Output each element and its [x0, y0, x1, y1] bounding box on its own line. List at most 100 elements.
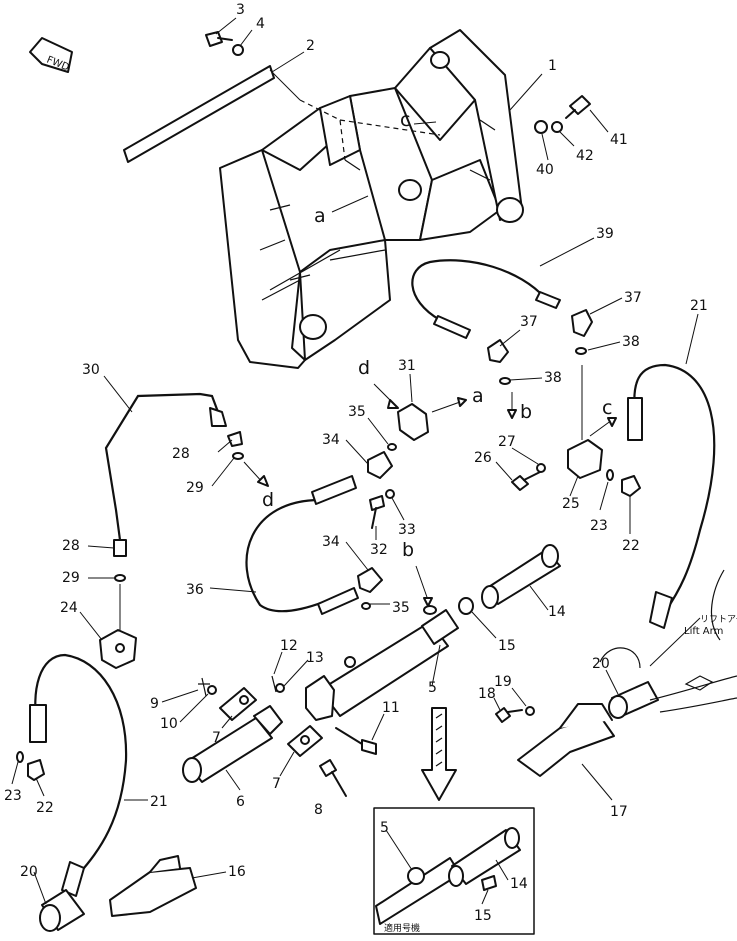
label-24: 24	[60, 600, 78, 616]
plate-7-top	[219, 687, 257, 721]
lift-arm-en: Lift Arm	[684, 626, 723, 637]
washer-13-icon	[275, 683, 285, 693]
pin-9-icon	[198, 677, 210, 697]
label-7-top: 7	[212, 730, 221, 746]
washer-4-icon	[232, 44, 244, 56]
cylinder-5	[319, 605, 459, 717]
label-12: 12	[280, 638, 298, 654]
inset-label-15: 15	[474, 908, 492, 924]
inset-box: 5 14 15 適用号機	[373, 807, 535, 935]
bolt-41-icon	[565, 95, 591, 119]
washer-19-icon	[525, 706, 535, 716]
hose-39	[411, 259, 561, 339]
bracket-16	[109, 855, 197, 917]
inset-label-5: 5	[380, 820, 389, 836]
washer-33-icon	[385, 489, 395, 499]
label-18: 18	[478, 686, 496, 702]
label-27: 27	[498, 434, 516, 450]
label-32: 32	[370, 542, 388, 558]
label-21-right: 21	[690, 298, 708, 314]
rod-end	[305, 675, 335, 721]
label-37-left: 37	[520, 314, 538, 330]
label-17: 17	[610, 804, 628, 820]
label-16: 16	[228, 864, 246, 880]
label-25: 25	[562, 496, 580, 512]
label-37-right: 37	[624, 290, 642, 306]
label-35-top: 35	[348, 404, 366, 420]
washer-15-icon	[458, 597, 474, 615]
loader-frame	[219, 29, 524, 369]
oring-35-top-icon	[387, 443, 397, 451]
lift-arm-callout: リフトアーム Lift Arm	[649, 614, 737, 667]
label-30: 30	[82, 362, 100, 378]
label-28-top: 28	[172, 446, 190, 462]
bolt-32-icon	[369, 495, 385, 529]
ref-b-elbow: b	[520, 401, 532, 423]
label-23-left: 23	[4, 788, 22, 804]
fitting-28-bottom-icon	[113, 539, 127, 557]
inset-caption: 適用号機	[384, 922, 420, 934]
lift-arm-outline	[599, 569, 737, 713]
label-2: 2	[306, 38, 315, 54]
label-22-left: 22	[36, 800, 54, 816]
label-15: 15	[498, 638, 516, 654]
hose-36	[245, 475, 359, 615]
label-4: 4	[256, 16, 265, 32]
oring-35-bottom-icon	[361, 602, 371, 610]
label-42: 42	[576, 148, 594, 164]
bolt-18-icon	[495, 707, 523, 723]
label-38-right: 38	[622, 334, 640, 350]
part-labels: 1 2 3 4 5 6 7 7 8 9 10 11 12 13 14 15 16…	[4, 2, 708, 905]
label-35-bottom: 35	[392, 600, 410, 616]
label-20-right: 20	[592, 656, 610, 672]
label-31: 31	[398, 358, 416, 374]
oring-23-right-icon	[606, 469, 614, 481]
washer-27-icon	[536, 463, 546, 473]
label-22-right: 22	[622, 538, 640, 554]
label-36: 36	[186, 582, 204, 598]
lift-arm-jp: リフトアーム	[700, 614, 737, 625]
ref-a-fitting: a	[472, 385, 484, 407]
ref-b-cylinder: b	[402, 539, 414, 561]
hose-21-right	[627, 363, 716, 629]
label-1: 1	[548, 58, 557, 74]
label-3: 3	[236, 2, 245, 18]
fitting-22-left-icon	[27, 759, 45, 781]
washer-40-icon	[534, 120, 548, 134]
label-23-right: 23	[590, 518, 608, 534]
oring-23-left-icon	[16, 751, 24, 763]
bolt-26-icon	[511, 471, 541, 491]
elbow-37-left-icon	[487, 339, 509, 363]
label-19: 19	[494, 674, 512, 690]
ref-c-block: c	[602, 397, 612, 419]
cylinder-20-left	[39, 889, 85, 932]
label-39: 39	[596, 226, 614, 242]
label-40: 40	[536, 162, 554, 178]
ref-c-frame: c	[400, 109, 410, 131]
label-6: 6	[236, 794, 245, 810]
washer-42-icon	[551, 121, 563, 133]
block-25	[567, 365, 603, 479]
oring-38-left-icon	[499, 377, 511, 385]
fitting-34-top-icon	[367, 451, 393, 479]
label-41: 41	[610, 132, 628, 148]
down-arrow-icon	[421, 707, 457, 801]
cylinder-20-right	[608, 681, 659, 719]
label-38-left: 38	[544, 370, 562, 386]
label-11: 11	[382, 700, 400, 716]
label-9: 9	[150, 696, 159, 712]
label-13: 13	[306, 650, 324, 666]
label-5: 5	[428, 680, 437, 696]
label-34-top: 34	[322, 432, 340, 448]
fitting-28-top-icon	[227, 431, 243, 447]
label-29-bottom: 29	[62, 570, 80, 586]
bracket-17	[517, 703, 615, 777]
fitting-34-bottom-icon	[357, 567, 383, 593]
label-29-top: 29	[186, 480, 204, 496]
label-34-bottom: 34	[322, 534, 340, 550]
pin-11-icon	[335, 727, 377, 755]
pin-6	[182, 705, 283, 783]
washer-10-icon	[207, 685, 217, 695]
label-21-left: 21	[150, 794, 168, 810]
